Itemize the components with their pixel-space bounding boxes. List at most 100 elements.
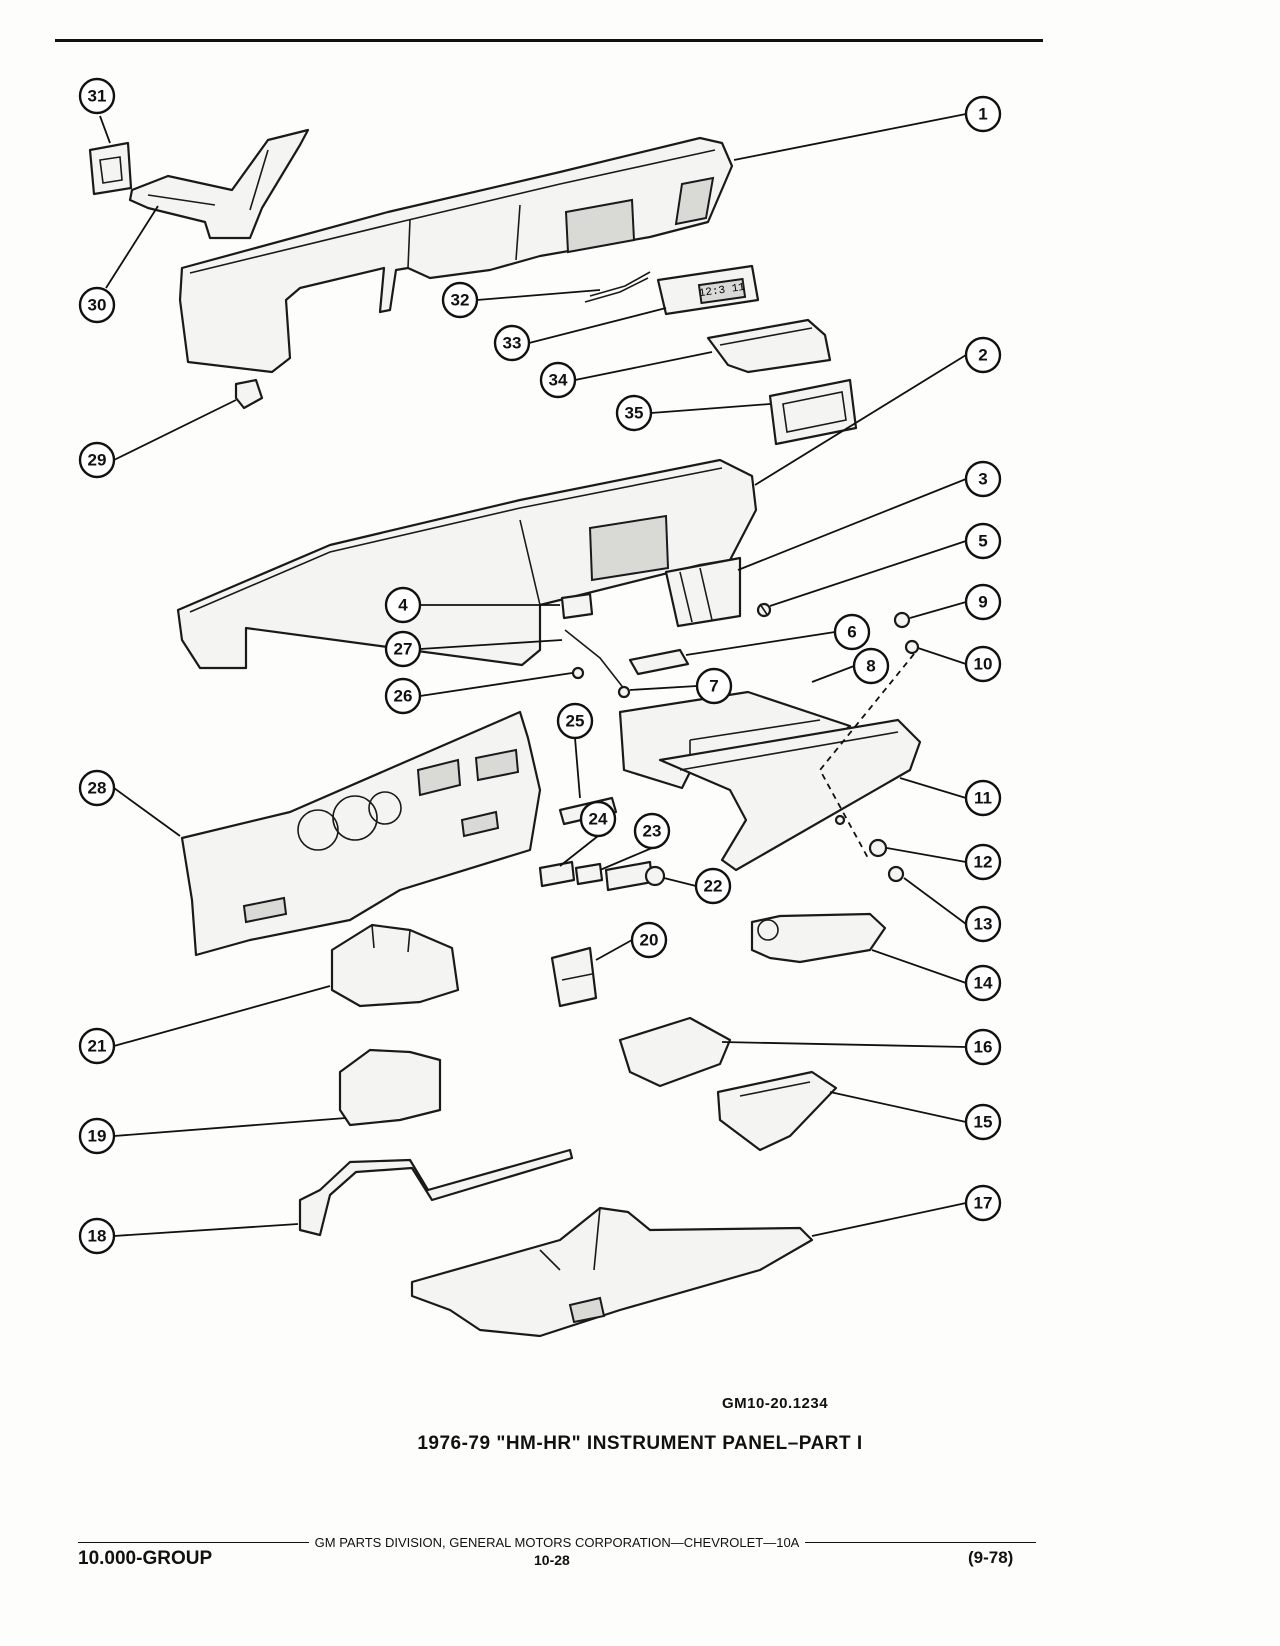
part-10-washer (904, 639, 920, 655)
callout-11: 11 (964, 779, 1002, 817)
part-21-column-support (330, 923, 460, 1008)
top-rule (55, 39, 1043, 42)
part-3-filler (664, 556, 742, 628)
callout-26: 26 (384, 677, 422, 715)
leader-12 (886, 847, 967, 863)
callout-25-label: 25 (566, 712, 585, 731)
footer-division-line: GM PARTS DIVISION, GENERAL MOTORS CORPOR… (78, 1535, 1037, 1550)
callout-10: 10 (964, 645, 1002, 683)
leader-14 (871, 949, 967, 984)
callout-20-label: 20 (640, 931, 659, 950)
figure-code: GM10-20.1234 (722, 1395, 829, 1412)
leader-33 (528, 307, 667, 344)
callout-31-label: 31 (88, 87, 107, 106)
callout-21-label: 21 (88, 1037, 107, 1056)
leader-24 (559, 835, 599, 867)
callout-14: 14 (964, 964, 1002, 1002)
callout-7: 7 (695, 667, 733, 705)
callout-5: 5 (964, 522, 1002, 560)
callout-22-label: 22 (704, 877, 723, 896)
callout-34: 34 (539, 361, 577, 399)
callouts: 1 2 3 4 5 6 7 8 9 10 11 12 13 14 15 16 1… (78, 77, 1002, 1255)
leader-15 (829, 1091, 967, 1123)
part-31-bezel (88, 141, 133, 196)
callout-23-label: 23 (643, 822, 662, 841)
callout-27: 27 (384, 630, 422, 668)
callout-24: 24 (579, 800, 617, 838)
part-16-ashtray-housing (618, 1016, 732, 1088)
leader-6 (685, 631, 836, 656)
part-28-cluster-carrier (180, 710, 542, 957)
part-19-lower-cover (338, 1048, 442, 1127)
callout-9: 9 (964, 583, 1002, 621)
callout-15: 15 (964, 1103, 1002, 1141)
footer-division: GM PARTS DIVISION, GENERAL MOTORS CORPOR… (314, 1535, 800, 1550)
callout-22: 22 (694, 867, 732, 905)
leader-25 (574, 737, 581, 799)
callout-12: 12 (964, 843, 1002, 881)
callout-35-label: 35 (625, 404, 644, 423)
callout-9-label: 9 (978, 593, 987, 612)
part-27-cable (564, 629, 626, 691)
leader-9 (909, 601, 967, 619)
callout-26-label: 26 (394, 687, 413, 706)
part-35-bezel (768, 378, 858, 446)
leader-35 (650, 403, 771, 414)
callout-4: 4 (384, 586, 422, 624)
leader-32 (476, 289, 601, 301)
callout-14-label: 14 (974, 974, 993, 993)
leader-20 (595, 939, 633, 961)
callout-8: 8 (852, 647, 890, 685)
part-23-lighter-body (574, 862, 604, 886)
part-24-lighter-element (538, 860, 576, 888)
callout-29: 29 (78, 441, 116, 479)
part-20-switch-housing (550, 946, 598, 1008)
callout-12-label: 12 (974, 853, 993, 872)
leader-34 (574, 351, 713, 381)
leader-17 (811, 1202, 967, 1237)
callout-17: 17 (964, 1184, 1002, 1222)
part-11-door (658, 653, 922, 872)
callout-27-label: 27 (394, 640, 413, 659)
leader-19 (113, 1117, 347, 1137)
footer-rule-left (78, 1542, 309, 1543)
leader-26 (419, 672, 573, 697)
leader-3 (737, 478, 967, 571)
part-6-striker (628, 648, 690, 676)
callout-1: 1 (964, 95, 1002, 133)
callout-23: 23 (633, 812, 671, 850)
footer-group: 10.000-GROUP (78, 1548, 213, 1569)
callout-33-label: 33 (503, 334, 522, 353)
callout-21: 21 (78, 1027, 116, 1065)
callout-16: 16 (964, 1028, 1002, 1066)
part-12-lock-cylinder (868, 838, 888, 858)
callout-6: 6 (833, 613, 871, 651)
part-4-switch (560, 592, 594, 620)
callout-3: 3 (964, 460, 1002, 498)
callout-1-label: 1 (978, 105, 987, 124)
callout-13-label: 13 (974, 915, 993, 934)
callout-18: 18 (78, 1217, 116, 1255)
part-14-duct (750, 912, 887, 964)
part-5-screw (756, 602, 772, 618)
callout-17-label: 17 (974, 1194, 993, 1213)
part-18-reinforcement (298, 1148, 574, 1237)
leader-13 (903, 877, 967, 925)
footer-date: (9-78) (968, 1548, 1014, 1567)
part-17-lower-panel (410, 1206, 814, 1338)
callout-24-label: 24 (589, 810, 608, 829)
callout-2-label: 2 (978, 346, 987, 365)
callout-29-label: 29 (88, 451, 107, 470)
leader-2 (754, 354, 967, 486)
part-26-nut (571, 666, 585, 680)
part-2-panel-pad (176, 458, 758, 670)
leader-30 (105, 205, 159, 289)
callout-30-label: 30 (88, 296, 107, 315)
callout-4-label: 4 (398, 596, 408, 615)
part-34-bracket (706, 318, 832, 374)
callout-28-label: 28 (88, 779, 107, 798)
callout-7-label: 7 (709, 677, 718, 696)
part-9-lock (893, 611, 911, 629)
callout-13: 13 (964, 905, 1002, 943)
callout-34-label: 34 (549, 371, 568, 390)
